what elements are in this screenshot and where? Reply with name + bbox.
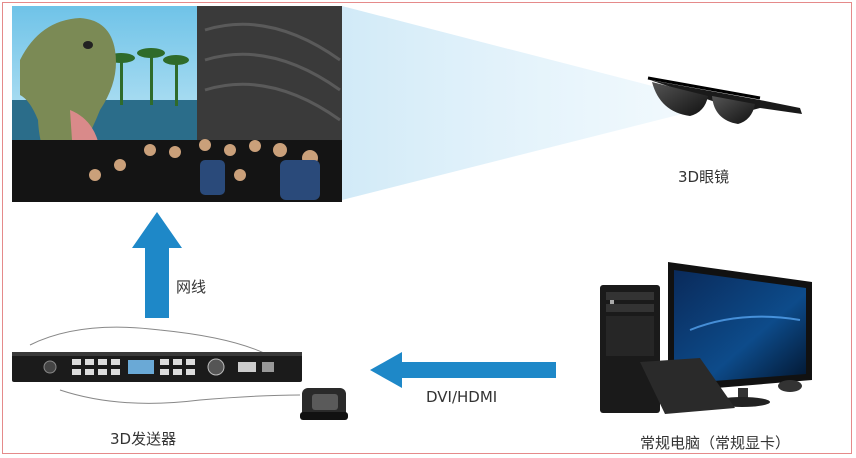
arrow-left-dvi [370, 352, 556, 388]
projection-beam [342, 6, 690, 200]
pc-keyboard-mouse [640, 358, 802, 414]
cinema-photo [12, 6, 342, 202]
arrow-up-network [132, 212, 182, 318]
pc-monitor [668, 262, 812, 407]
label-network-cable: 网线 [176, 278, 207, 296]
pc-tower [600, 285, 660, 413]
label-dvi-hdmi: DVI/HDMI [426, 388, 498, 406]
label-computer: 常规电脑（常规显卡） [640, 434, 791, 452]
label-3d-glasses: 3D眼镜 [678, 168, 730, 186]
diagram-border [2, 2, 852, 454]
3d-emitter-device [300, 388, 348, 420]
3d-glasses-image [647, 76, 802, 124]
3d-sender-device [12, 352, 302, 382]
label-3d-sender: 3D发送器 [110, 430, 177, 448]
